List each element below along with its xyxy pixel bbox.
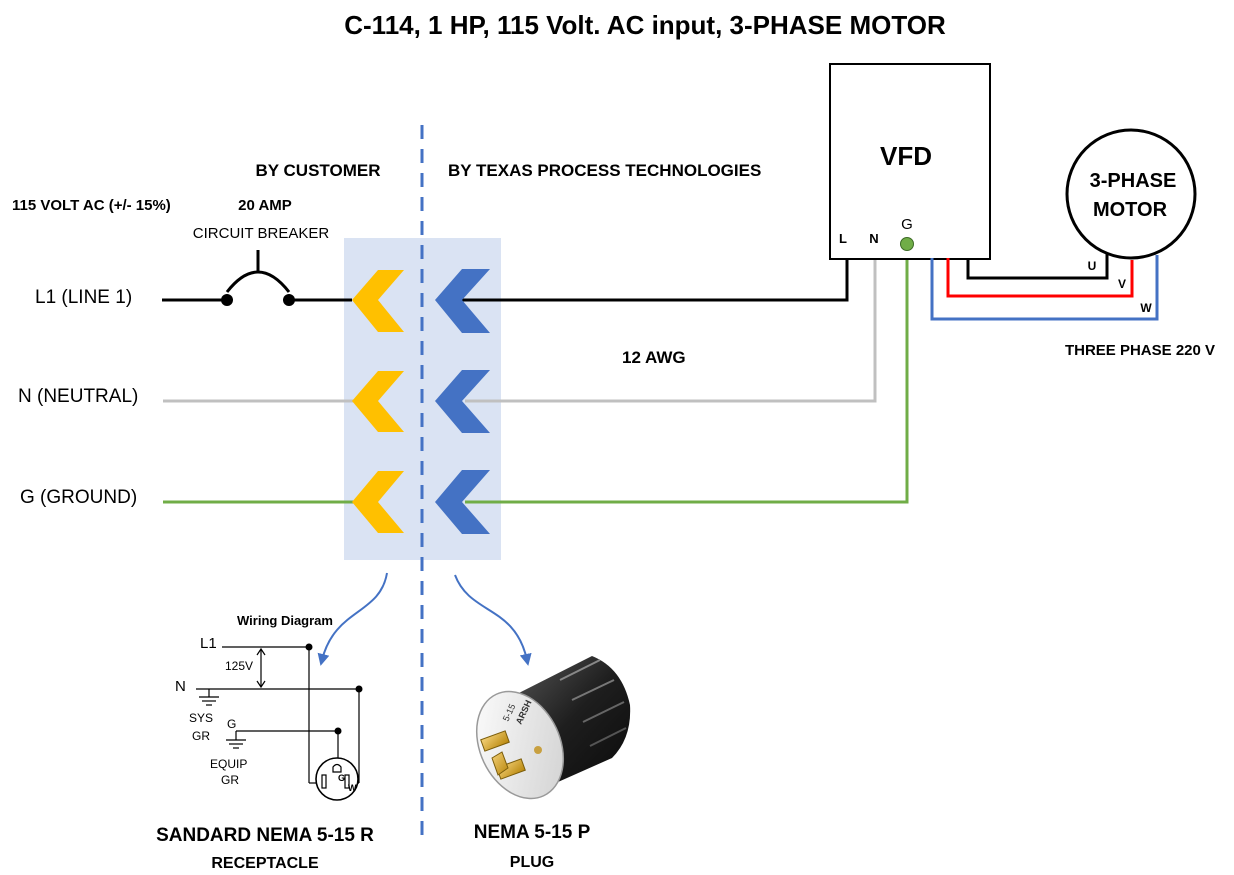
neutral-wire <box>163 258 877 403</box>
supply-voltage-label: 115 VOLT AC (+/- 15%) <box>12 197 171 214</box>
nema-plug-icon: ARSH 5-15 <box>475 656 631 800</box>
wd-pin-g: G <box>338 773 345 783</box>
receptacle-face-icon <box>315 757 359 801</box>
wd-equip-label: EQUIP <box>210 757 247 771</box>
wd-voltage-label: 125V <box>225 659 253 673</box>
plug-caption-line1: NEMA 5-15 P <box>474 822 591 843</box>
motor-terminal-v: V <box>1118 277 1126 291</box>
vfd-label: VFD <box>880 141 932 171</box>
motor-symbol <box>1065 128 1197 260</box>
motor-label-line1: 3-PHASE <box>1090 170 1177 192</box>
neutral-line-label: N (NEUTRAL) <box>18 386 138 407</box>
breaker-terminal-left <box>221 294 233 306</box>
customer-scope-label: BY CUSTOMER <box>255 161 380 180</box>
wd-pin-w: W <box>348 783 357 793</box>
plug-caption-line2: PLUG <box>510 854 554 871</box>
wd-sys-label: SYS <box>189 711 213 725</box>
l1-wire <box>162 250 849 306</box>
vendor-chevron-ground <box>435 470 490 534</box>
receptacle-caption-line2: RECEPTACLE <box>211 855 319 872</box>
vfd-terminal-g: G <box>901 216 913 233</box>
vfd-terminal-n: N <box>869 231 878 246</box>
breaker-label: CIRCUIT BREAKER <box>193 225 330 242</box>
wd-gr-label-2: GR <box>221 773 239 787</box>
wiring-diagram-heading: Wiring Diagram <box>237 613 333 628</box>
phase-u-wire <box>966 235 1109 280</box>
motor-terminal-u: U <box>1088 259 1097 273</box>
customer-chevron-ground <box>352 471 404 533</box>
vfd-ground-terminal <box>900 237 914 251</box>
wire-gauge-label: 12 AWG <box>622 348 686 367</box>
l1-line-label: L1 (LINE 1) <box>35 287 132 308</box>
receptacle-caption-line1: SANDARD NEMA 5-15 R <box>156 825 374 846</box>
wd-l1-label: L1 <box>200 635 217 652</box>
customer-chevron-l1 <box>352 270 404 332</box>
phase-v-wire <box>946 258 1134 298</box>
arrow-to-receptacle <box>317 572 388 666</box>
vfd-box <box>829 63 991 260</box>
ground-wire <box>163 252 909 504</box>
receptacle-wiring-diagram: Wiring Diagram L1 125V N SYS GR G EQUIP … <box>175 613 363 801</box>
ground-line-label: G (GROUND) <box>20 487 137 508</box>
motor-terminal-w: W <box>1140 301 1152 315</box>
diagram-title: C-114, 1 HP, 115 Volt. AC input, 3-PHASE… <box>344 10 946 40</box>
wd-n-label: N <box>175 678 186 695</box>
wd-g-label: G <box>227 717 236 731</box>
phase-w-wire <box>930 255 1159 321</box>
vfd-terminal-l: L <box>839 231 847 246</box>
breaker-rating-label: 20 AMP <box>238 197 292 214</box>
vendor-chevron-l1 <box>435 269 490 333</box>
arrow-to-plug <box>454 574 532 666</box>
motor-label-line2: MOTOR <box>1093 199 1168 221</box>
customer-chevron-neutral <box>352 371 404 432</box>
wd-gr-label-1: GR <box>192 729 210 743</box>
circuit-breaker-symbol <box>225 270 291 293</box>
vendor-chevron-neutral <box>435 370 490 433</box>
three-phase-note: THREE PHASE 220 V <box>1065 342 1215 359</box>
vendor-scope-label: BY TEXAS PROCESS TECHNOLOGIES <box>448 161 761 180</box>
